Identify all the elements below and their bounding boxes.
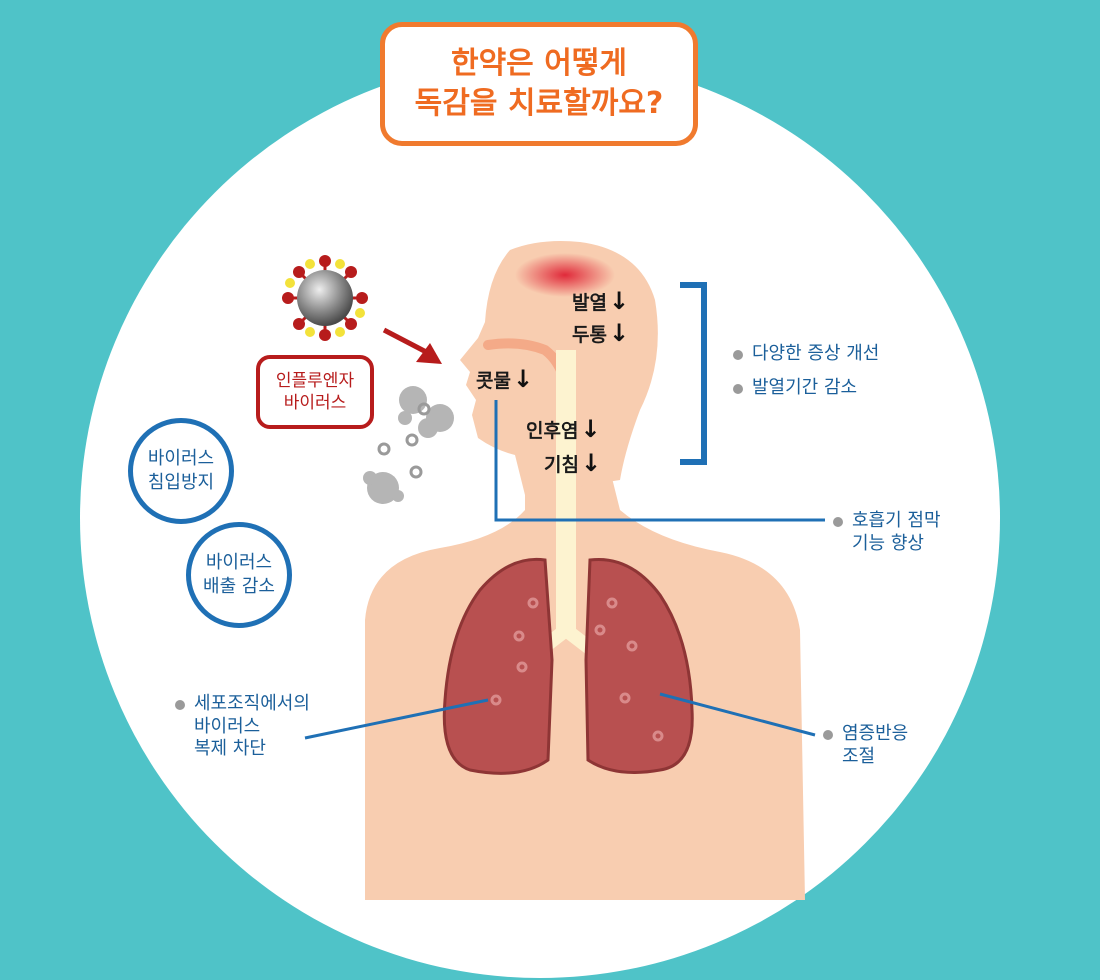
effect-respiratory: 호흡기 점막 기능 향상: [852, 510, 941, 554]
circle-label-line1: 바이러스: [147, 447, 215, 469]
down-arrow-icon: ↓: [608, 287, 630, 315]
shedding-reduction-circle: 바이러스 배출 감소: [186, 522, 292, 628]
inflammation-line: [659, 692, 816, 737]
symptom-fever: 발열↓: [572, 287, 630, 315]
effect-fever-period: 발열기간 감소: [752, 377, 858, 398]
headache-spot: [515, 253, 615, 297]
lungs: [442, 557, 694, 775]
down-arrow-icon: ↓: [580, 415, 601, 443]
symptom-bracket: [680, 282, 707, 465]
title-line2: 독감을 치료할까요?: [414, 86, 664, 121]
symptom-cough: 기침↓: [544, 449, 602, 477]
trachea: [556, 350, 576, 635]
circle-label-line2: 배출 감소: [203, 576, 275, 597]
bullet-dot: [175, 700, 185, 710]
droplets: [363, 386, 454, 504]
replication-line: [304, 698, 489, 740]
infection-arrow: [382, 327, 434, 358]
title-line1: 한약은 어떻게: [450, 45, 628, 81]
effect-symptom-improve: 다양한 증상 개선: [752, 343, 880, 364]
virus-label-line2: 바이러스: [283, 393, 347, 413]
down-arrow-icon: ↓: [608, 319, 630, 347]
bullet-dot: [733, 384, 743, 394]
symptom-runny-nose: 콧물↓: [476, 365, 534, 393]
effect-inflammation: 염증반응 조절: [842, 723, 909, 767]
virus-label-box: 인플루엔자 바이러스: [256, 355, 374, 429]
down-arrow-icon: ↓: [512, 365, 534, 393]
left-lung: [442, 557, 554, 775]
circle-label-line2: 침입방지: [147, 472, 215, 493]
bullet-dot: [823, 730, 833, 740]
down-arrow-icon: ↓: [580, 449, 602, 477]
respiratory-line: [494, 400, 825, 522]
bullet-dot: [833, 517, 843, 527]
symptom-headache: 두통↓: [572, 319, 630, 347]
droplet-rings: [377, 402, 431, 479]
invasion-prevention-circle: 바이러스 침입방지: [128, 418, 234, 524]
virus-label-line1: 인플루엔자: [275, 370, 355, 391]
circle-label-line1: 바이러스: [205, 551, 273, 573]
title-box: 한약은 어떻게 독감을 치료할까요?: [380, 22, 698, 146]
bullet-dot: [733, 350, 743, 360]
effect-replication-block: 세포조직에서의 바이러스 복제 차단: [194, 693, 310, 759]
virus-icon: [282, 255, 368, 341]
right-lung: [584, 557, 694, 774]
symptom-sore-throat: 인후염↓: [526, 415, 601, 443]
